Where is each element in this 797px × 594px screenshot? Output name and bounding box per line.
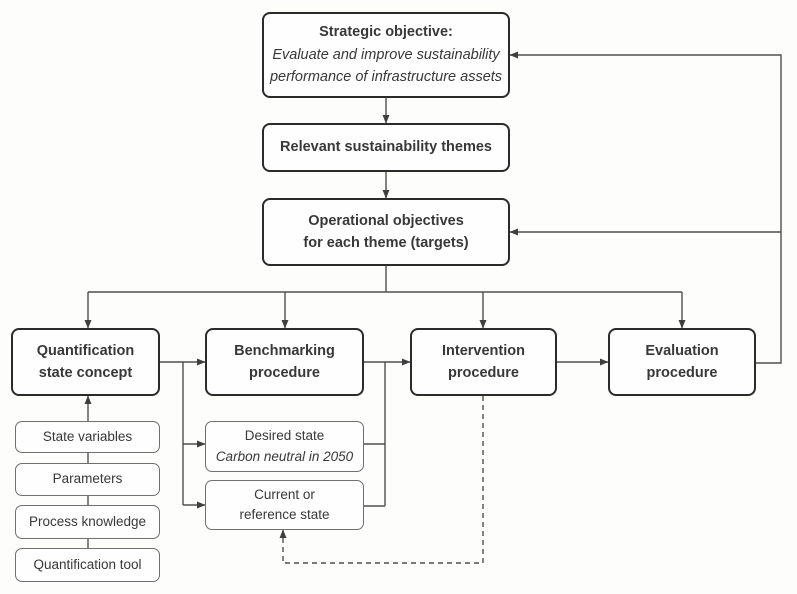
strategic-objective-subtitle-2: performance of infrastructure assets [269, 69, 503, 86]
intervention-procedure-line-1: Intervention [442, 342, 525, 359]
strategic-objective-title: Strategic objective: [319, 24, 453, 41]
current-reference-state-line-1: Current or [254, 486, 315, 502]
node-operational-objectives: Operational objectives for each theme (t… [262, 198, 510, 266]
quantification-state-concept-line-1: Quantification [36, 342, 135, 359]
node-desired-state: Desired state Carbon neutral in 2050 [205, 421, 364, 472]
node-process-knowledge: Process knowledge [15, 505, 160, 539]
dashed-feedback-intervention-to-current [279, 396, 484, 564]
benchmarking-procedure-line-1: Benchmarking [234, 342, 335, 359]
node-state-variables: State variables [15, 421, 160, 453]
evaluation-procedure-line-2: procedure [646, 365, 718, 381]
sustainability-themes-label: Relevant sustainability themes [280, 139, 492, 156]
node-quantification-tool: Quantification tool [15, 548, 160, 582]
parameters-label: Parameters [52, 471, 123, 487]
node-parameters: Parameters [15, 463, 160, 496]
state-variables-label: State variables [42, 428, 133, 444]
node-evaluation-procedure: Evaluation procedure [608, 328, 756, 396]
node-strategic-objective: Strategic objective: Evaluate and improv… [262, 12, 510, 98]
quantification-tool-label: Quantification tool [33, 556, 142, 572]
node-benchmarking-procedure: Benchmarking procedure [205, 328, 364, 396]
node-current-reference-state: Current or reference state [205, 480, 364, 530]
operational-objectives-line-2: for each theme (targets) [303, 235, 469, 251]
quantification-state-concept-line-2: state concept [38, 365, 133, 381]
node-quantification-state-concept: Quantification state concept [11, 328, 160, 396]
desired-state-line-1: Desired state [244, 428, 325, 444]
current-reference-state-line-2: reference state [239, 507, 330, 522]
operational-objectives-line-1: Operational objectives [308, 212, 464, 229]
process-knowledge-label: Process knowledge [28, 513, 147, 529]
node-intervention-procedure: Intervention procedure [410, 328, 557, 396]
benchmarking-procedure-line-2: procedure [249, 365, 320, 381]
intervention-procedure-line-2: procedure [448, 365, 519, 381]
evaluation-procedure-line-1: Evaluation [645, 342, 719, 359]
strategic-objective-subtitle-1: Evaluate and improve sustainability [272, 46, 500, 63]
node-sustainability-themes: Relevant sustainability themes [262, 123, 510, 172]
feedback-evaluation-to-strategic [509, 51, 782, 364]
desired-state-line-2: Carbon neutral in 2050 [215, 448, 354, 464]
